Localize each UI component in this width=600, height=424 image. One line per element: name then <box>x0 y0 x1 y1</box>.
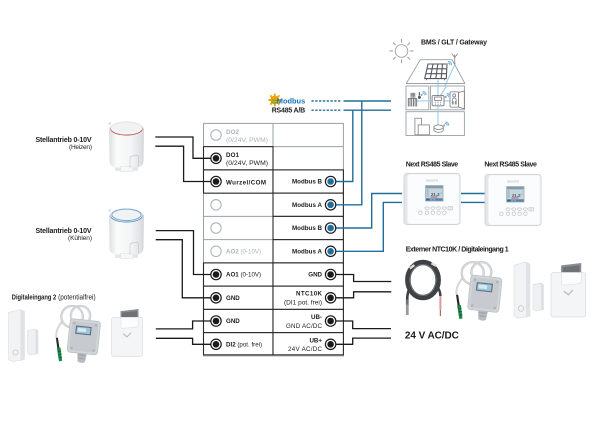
svg-text:Modbus: Modbus <box>277 96 305 105</box>
svg-text:GND: GND <box>226 295 240 302</box>
svg-text:Modbus A: Modbus A <box>292 249 323 256</box>
svg-text:GND: GND <box>226 318 240 325</box>
svg-text:AO1 (0-10V): AO1 (0-10V) <box>226 272 261 279</box>
svg-text:(Heizen): (Heizen) <box>69 144 92 151</box>
svg-text:AO2 (0-10V): AO2 (0-10V) <box>226 248 261 255</box>
svg-text:BMS / GLT / Gateway: BMS / GLT / Gateway <box>421 40 487 47</box>
svg-text:(DI1 pot. frei): (DI1 pot. frei) <box>284 300 322 307</box>
svg-text:UB-: UB- <box>311 314 322 321</box>
svg-text:DO1: DO1 <box>226 152 240 159</box>
svg-text:Modbus A: Modbus A <box>292 202 323 209</box>
svg-text:(potentialfrei): (potentialfrei) <box>58 295 96 302</box>
svg-text:(Kühlen): (Kühlen) <box>68 235 92 242</box>
svg-text:Wurzel/COM: Wurzel/COM <box>226 179 266 186</box>
svg-text:Stellantrieb 0-10V: Stellantrieb 0-10V <box>36 137 92 144</box>
svg-text:(0/24V, PWM): (0/24V, PWM) <box>226 137 268 144</box>
svg-text:Externer NTC10K / Digitaleinga: Externer NTC10K / Digitaleingang 1 <box>406 247 509 254</box>
svg-text:GND AC/DC: GND AC/DC <box>286 323 323 330</box>
svg-text:Next RS485 Slave: Next RS485 Slave <box>484 162 537 169</box>
svg-text:24 V AC/DC: 24 V AC/DC <box>405 330 459 341</box>
svg-text:DI2 (pot. frei): DI2 (pot. frei) <box>226 342 262 349</box>
svg-text:Next RS485 Slave: Next RS485 Slave <box>406 162 459 169</box>
svg-text:Digitaleingang 2: Digitaleingang 2 <box>12 295 56 302</box>
svg-text:(0/24V, PWM): (0/24V, PWM) <box>226 160 268 167</box>
svg-text:Stellantrieb 0-10V: Stellantrieb 0-10V <box>36 228 92 235</box>
svg-text:24V AC/DC: 24V AC/DC <box>288 346 323 353</box>
svg-text:Modbus B: Modbus B <box>292 225 323 232</box>
svg-text:Modbus B: Modbus B <box>292 179 323 186</box>
svg-text:UB+: UB+ <box>309 337 322 344</box>
svg-text:GND: GND <box>308 272 322 279</box>
svg-text:RS485 A/B: RS485 A/B <box>272 107 306 114</box>
svg-text:NTC10K: NTC10K <box>296 290 323 297</box>
svg-text:DO2: DO2 <box>226 129 240 136</box>
